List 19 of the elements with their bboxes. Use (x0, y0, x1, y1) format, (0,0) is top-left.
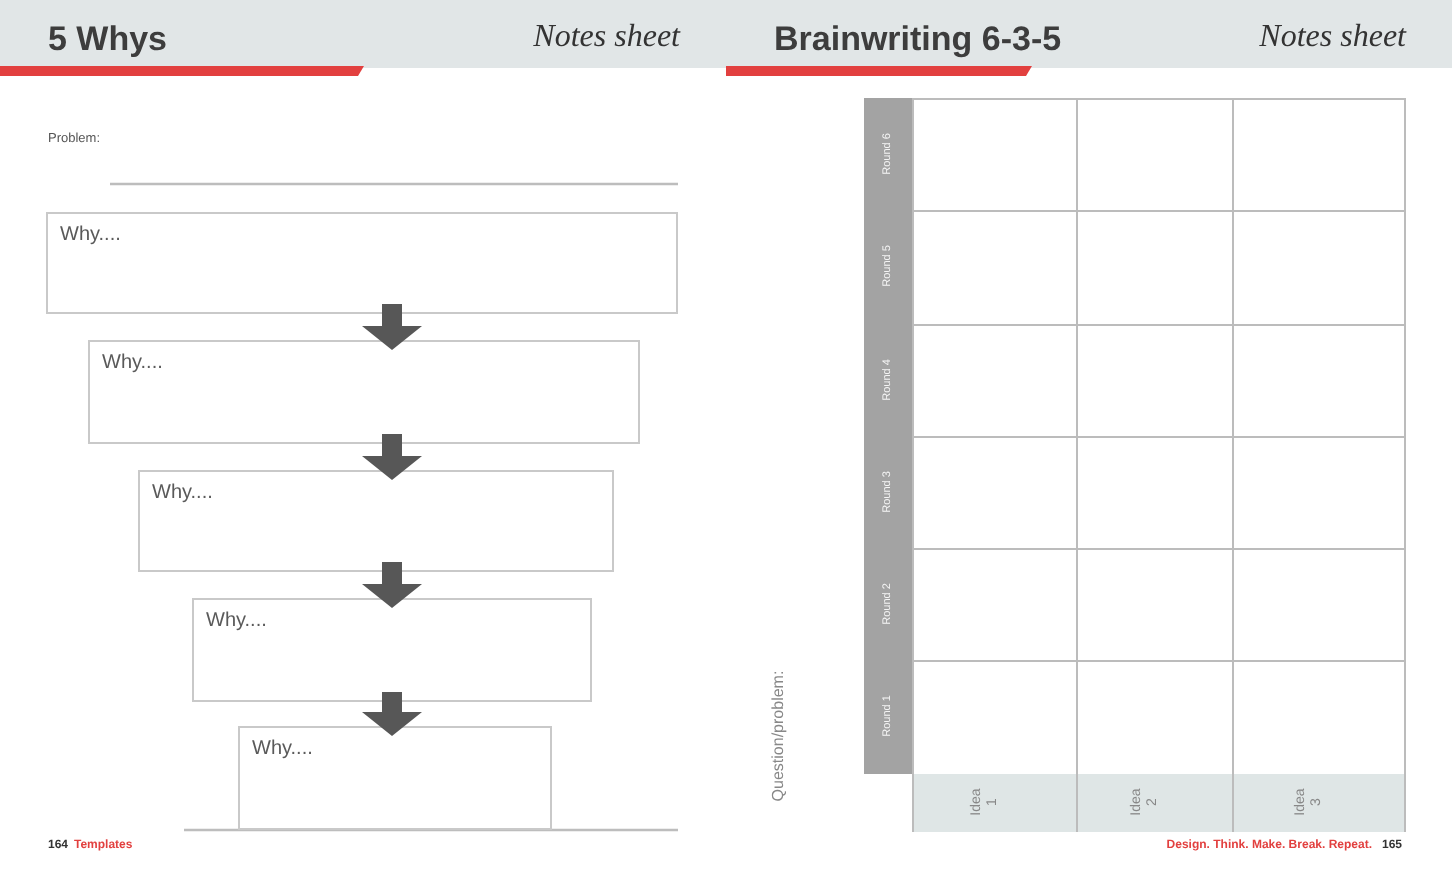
prompt-text: Why.... (60, 224, 121, 247)
arrow (362, 692, 422, 736)
prompt-text: Why.... (252, 738, 313, 761)
prompt-text: Why.... (102, 352, 163, 375)
header-note: Notes sheet (533, 20, 680, 57)
answer-box (192, 598, 592, 702)
page-title: Brainwriting 6-3-5 (774, 20, 1062, 60)
arrow (362, 434, 422, 480)
arrow (362, 304, 422, 350)
arrow (362, 562, 422, 608)
answer-box (138, 470, 614, 572)
prompt-text: Why.... (152, 482, 213, 505)
answer-box (46, 212, 678, 314)
answer-box (238, 726, 552, 830)
answer-box (88, 340, 640, 444)
page-title: 5 Whys (48, 20, 168, 60)
prompt-text: Why.... (206, 610, 267, 633)
field-label: Question/problem: (768, 669, 788, 801)
header-note: Notes sheet (1259, 20, 1406, 57)
